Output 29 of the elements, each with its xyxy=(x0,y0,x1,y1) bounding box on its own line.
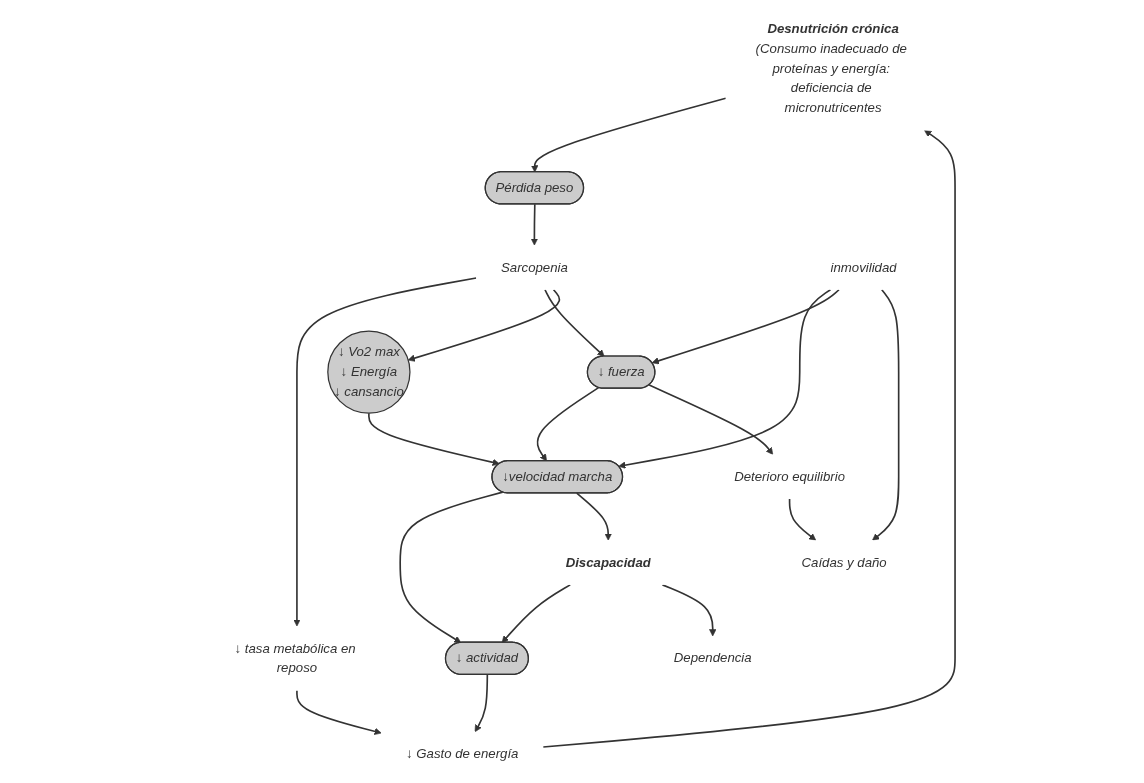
node-text: inmovilidad xyxy=(830,260,897,275)
node-circle: ↓ Vo2 max ↓ Energía ↓ cansancio xyxy=(326,330,411,414)
node-text: Discapacidad xyxy=(565,555,651,570)
arrow xyxy=(651,288,840,365)
arrow xyxy=(501,584,571,643)
node-text: ↓ tasa metabólica en reposo xyxy=(234,641,356,675)
node-text: ↓ Gasto de energía xyxy=(405,746,519,761)
arrow xyxy=(367,412,500,466)
arrow xyxy=(618,288,831,469)
arrow xyxy=(788,498,816,541)
arrow xyxy=(407,288,560,362)
arrow xyxy=(536,386,600,462)
node-text: Desnutrición crónica (Consumo inadecuado de proteínas y energía: deficiencia de micronutricentes xyxy=(755,21,907,115)
arrow xyxy=(530,97,727,173)
arrow xyxy=(542,130,956,748)
node-text: Dependencia xyxy=(673,650,752,665)
arrow xyxy=(295,689,382,735)
node-text: Deterioro equilibrio xyxy=(733,469,845,484)
arrow xyxy=(661,584,716,637)
arrow xyxy=(474,674,488,733)
arrow xyxy=(648,384,773,455)
arrow xyxy=(543,288,605,357)
arrow xyxy=(530,203,538,246)
arrow xyxy=(292,277,477,627)
arrow xyxy=(871,288,900,541)
node-text: Sarcopenia xyxy=(500,260,568,275)
arrow xyxy=(575,492,612,541)
node-text: Caídas y daño xyxy=(801,555,887,570)
arrow xyxy=(399,491,504,643)
